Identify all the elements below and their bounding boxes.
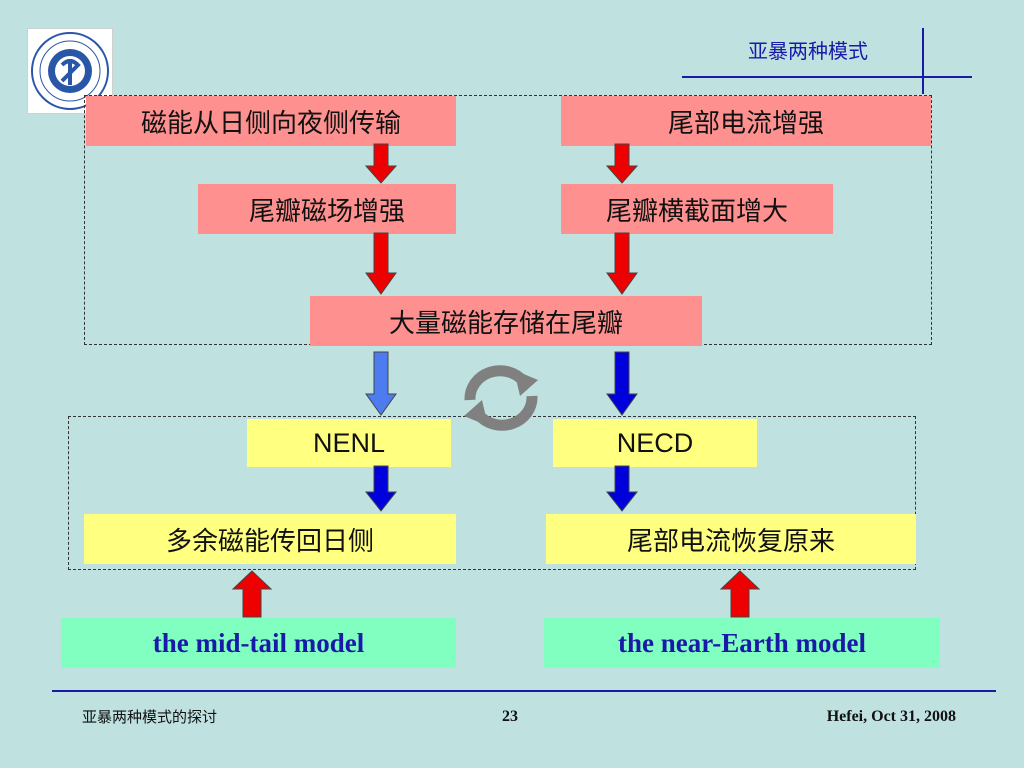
arrow-up-red-icon [231,570,273,618]
energy-return-box: 多余磁能传回日侧 [84,514,456,564]
refresh-cycle-icon [464,365,538,431]
lower-dashed-group [68,416,916,570]
university-seal-logo-icon [31,32,109,110]
arrow-up-red-icon [719,570,761,618]
arrow-down-red-icon [605,143,639,184]
footer-date-place: Hefei, Oct 31, 2008 [826,708,956,725]
energy-transport-box: 磁能从日侧向夜侧传输 [86,96,456,146]
arrow-down-blue-icon [605,465,639,512]
footer-rule [52,690,996,692]
necd-box: NECD [553,419,757,467]
header-title: 亚暴两种模式 [748,39,868,63]
arrow-down-blue-icon [364,465,398,512]
page-number: 23 [502,708,518,725]
university-logo [27,28,113,114]
mid-tail-model-box: the mid-tail model [61,618,456,668]
energy-storage-box: 大量磁能存储在尾瓣 [310,296,702,346]
arrow-down-red-icon [606,232,638,295]
current-recover-box: 尾部电流恢复原来 [546,514,916,564]
arrow-down-blue-icon [606,351,638,416]
near-earth-model-box: the near-Earth model [544,618,940,668]
nenl-box: NENL [247,419,451,467]
tail-current-enhance-box: 尾部电流增强 [561,96,931,146]
arrow-down-light-blue-icon [365,351,397,416]
lobe-crosssection-box: 尾瓣横截面增大 [561,184,833,234]
lobe-field-enhance-box: 尾瓣磁场增强 [198,184,456,234]
arrow-down-red-icon [364,143,398,184]
arrow-down-red-icon [365,232,397,295]
header-vertical-rule [922,28,924,94]
header-rule [682,76,972,78]
footer-topic: 亚暴两种模式的探讨 [82,708,218,726]
